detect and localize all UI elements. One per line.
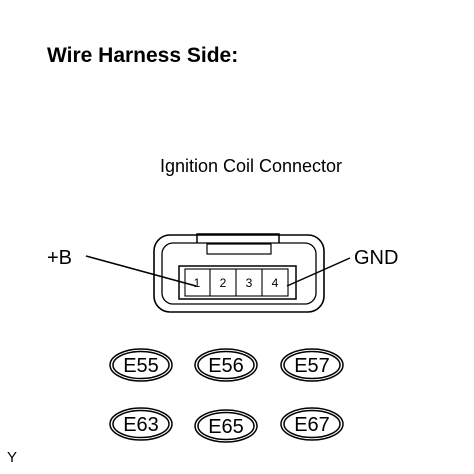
connector-code-label: E63 (123, 414, 159, 436)
connector-code-oval (112, 350, 170, 380)
connector-code-oval (280, 348, 344, 382)
pin-number: 1 (194, 276, 201, 290)
callout-label-b: +B (47, 247, 72, 269)
connector-lock-tab (196, 233, 280, 243)
connector-housing-outer (153, 234, 325, 313)
connector-code-oval (283, 350, 341, 380)
connector-code-oval (197, 350, 255, 380)
pin-number: 3 (246, 276, 253, 290)
connector-code-oval (112, 409, 170, 439)
connector-code-oval (283, 409, 341, 439)
connector-code-label: E67 (294, 414, 330, 436)
diagram-heading: Wire Harness Side: (47, 44, 239, 67)
connector-code-oval (197, 411, 255, 441)
connector-code-oval (194, 348, 258, 382)
pin-number: 4 (272, 276, 279, 290)
callout-label-gnd: GND (354, 247, 398, 269)
connector-code-oval (280, 407, 344, 441)
connector-code-oval (194, 409, 258, 443)
connector-code-oval (109, 348, 173, 382)
connector-code-oval (109, 407, 173, 441)
connector-code-label: E56 (208, 355, 244, 377)
connector-code-label: E55 (123, 355, 159, 377)
connector-lock-slot (206, 243, 272, 255)
corner-mark: Y (7, 449, 18, 466)
connector-caption: Ignition Coil Connector (159, 156, 343, 176)
leader-line-gnd (286, 257, 351, 287)
connector-code-label: E65 (208, 416, 244, 438)
pin-number: 2 (220, 276, 227, 290)
leader-line-b (85, 255, 197, 287)
connector-code-label: E57 (294, 355, 330, 377)
